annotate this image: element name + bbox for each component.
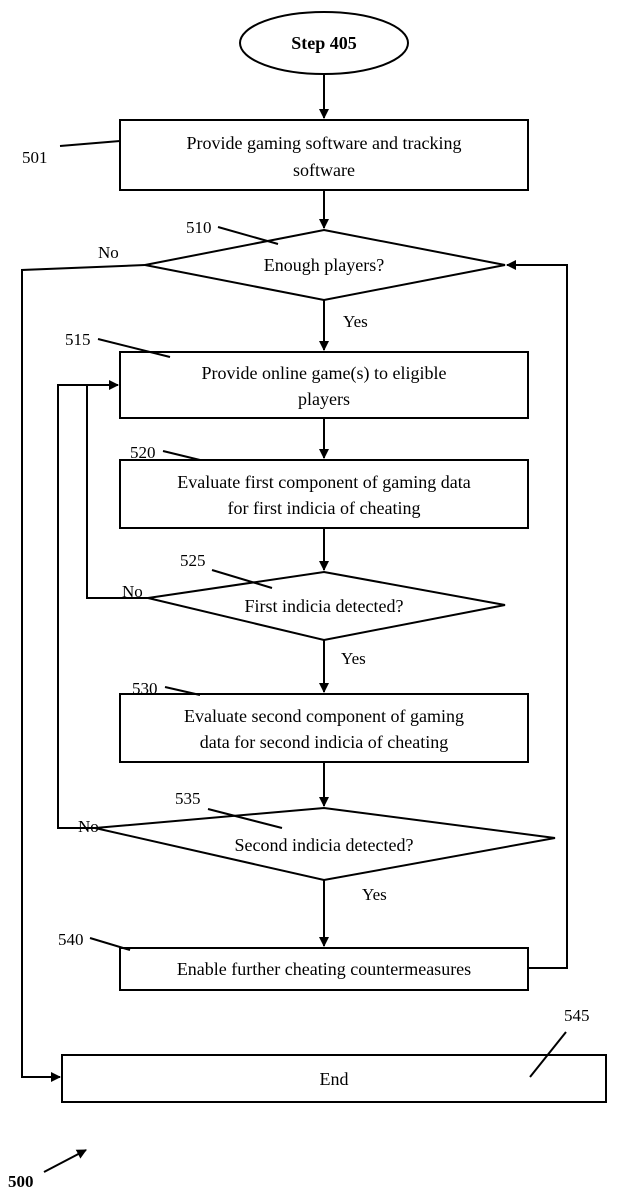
- box-530-line1: Evaluate second component of gaming: [184, 706, 464, 726]
- figure-label-arrow: [44, 1150, 86, 1172]
- ref-501: 501: [22, 148, 48, 167]
- box-515-line1: Provide online game(s) to eligible: [202, 363, 447, 384]
- box-501-line1: Provide gaming software and tracking: [187, 133, 462, 153]
- ref-520: 520: [130, 443, 156, 462]
- box-545-text: End: [320, 1069, 349, 1089]
- leader-540: [90, 938, 130, 950]
- ref-535: 535: [175, 789, 201, 808]
- decision-535-yes: Yes: [362, 885, 387, 904]
- box-501-line2: software: [293, 160, 355, 180]
- box-520-line2: for first indicia of cheating: [228, 498, 421, 518]
- arrow-535-no-515: [58, 385, 95, 828]
- decision-535-no: No: [78, 817, 99, 836]
- ref-540: 540: [58, 930, 84, 949]
- ref-530: 530: [132, 679, 158, 698]
- decision-510-no: No: [98, 243, 119, 262]
- decision-510-yes: Yes: [343, 312, 368, 331]
- box-520-line1: Evaluate first component of gaming data: [177, 472, 470, 492]
- leader-501: [60, 141, 120, 146]
- ref-515: 515: [65, 330, 91, 349]
- box-515-line2: players: [298, 389, 350, 409]
- leader-520: [163, 451, 200, 460]
- ref-525: 525: [180, 551, 206, 570]
- start-text: Step 405: [291, 33, 357, 53]
- ref-545: 545: [564, 1006, 590, 1025]
- figure-label: 500: [8, 1172, 34, 1191]
- box-530-line2: data for second indicia of cheating: [200, 732, 448, 752]
- ref-510: 510: [186, 218, 212, 237]
- box-540-text: Enable further cheating countermeasures: [177, 959, 471, 979]
- decision-525-yes: Yes: [341, 649, 366, 668]
- leader-510: [218, 227, 278, 244]
- decision-535-text: Second indicia detected?: [235, 835, 414, 855]
- decision-510-text: Enough players?: [264, 255, 384, 275]
- decision-525-text: First indicia detected?: [245, 596, 404, 616]
